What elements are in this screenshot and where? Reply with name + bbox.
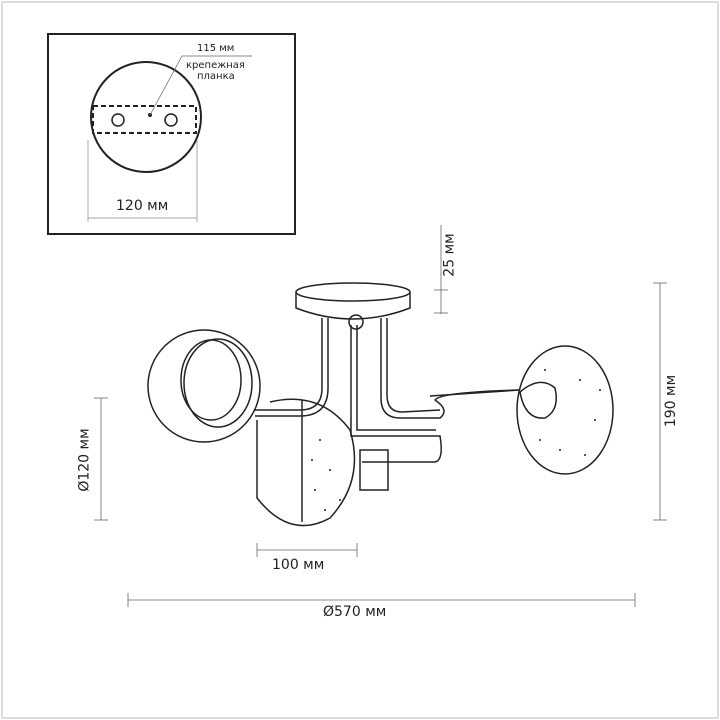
lamp-side-view xyxy=(147,282,614,527)
canopy-diameter-label: 120 мм xyxy=(116,198,169,214)
plate-label-line1: крепежная xyxy=(186,60,245,71)
mounting-inset xyxy=(47,33,296,235)
shade-depth-label: 100 мм xyxy=(272,557,325,573)
total-height-label: 190 мм xyxy=(663,374,680,428)
plate-label-line2: планка xyxy=(197,71,235,82)
texture-dots xyxy=(311,369,601,511)
canopy-top-view xyxy=(90,61,202,173)
canopy xyxy=(295,292,411,320)
left-shade-opening xyxy=(183,338,253,428)
plate-width-label: 115 мм xyxy=(197,43,235,54)
leader-line xyxy=(149,55,252,116)
arm-left xyxy=(255,318,323,411)
left-shade xyxy=(147,329,261,443)
arm-middle xyxy=(350,325,442,463)
canopy-height-label: 25 мм xyxy=(441,233,458,277)
middle-shade xyxy=(256,398,356,527)
right-shade xyxy=(516,345,614,475)
shade-diameter-label: Ø120 мм xyxy=(76,428,93,492)
center-knob xyxy=(348,314,364,330)
screw-hole xyxy=(111,113,125,127)
total-diameter-label: Ø570 мм xyxy=(323,604,387,620)
screw-hole xyxy=(164,113,178,127)
mounting-plate xyxy=(92,105,197,134)
dimension-lines xyxy=(94,225,667,607)
right-shade-mount xyxy=(519,381,557,419)
